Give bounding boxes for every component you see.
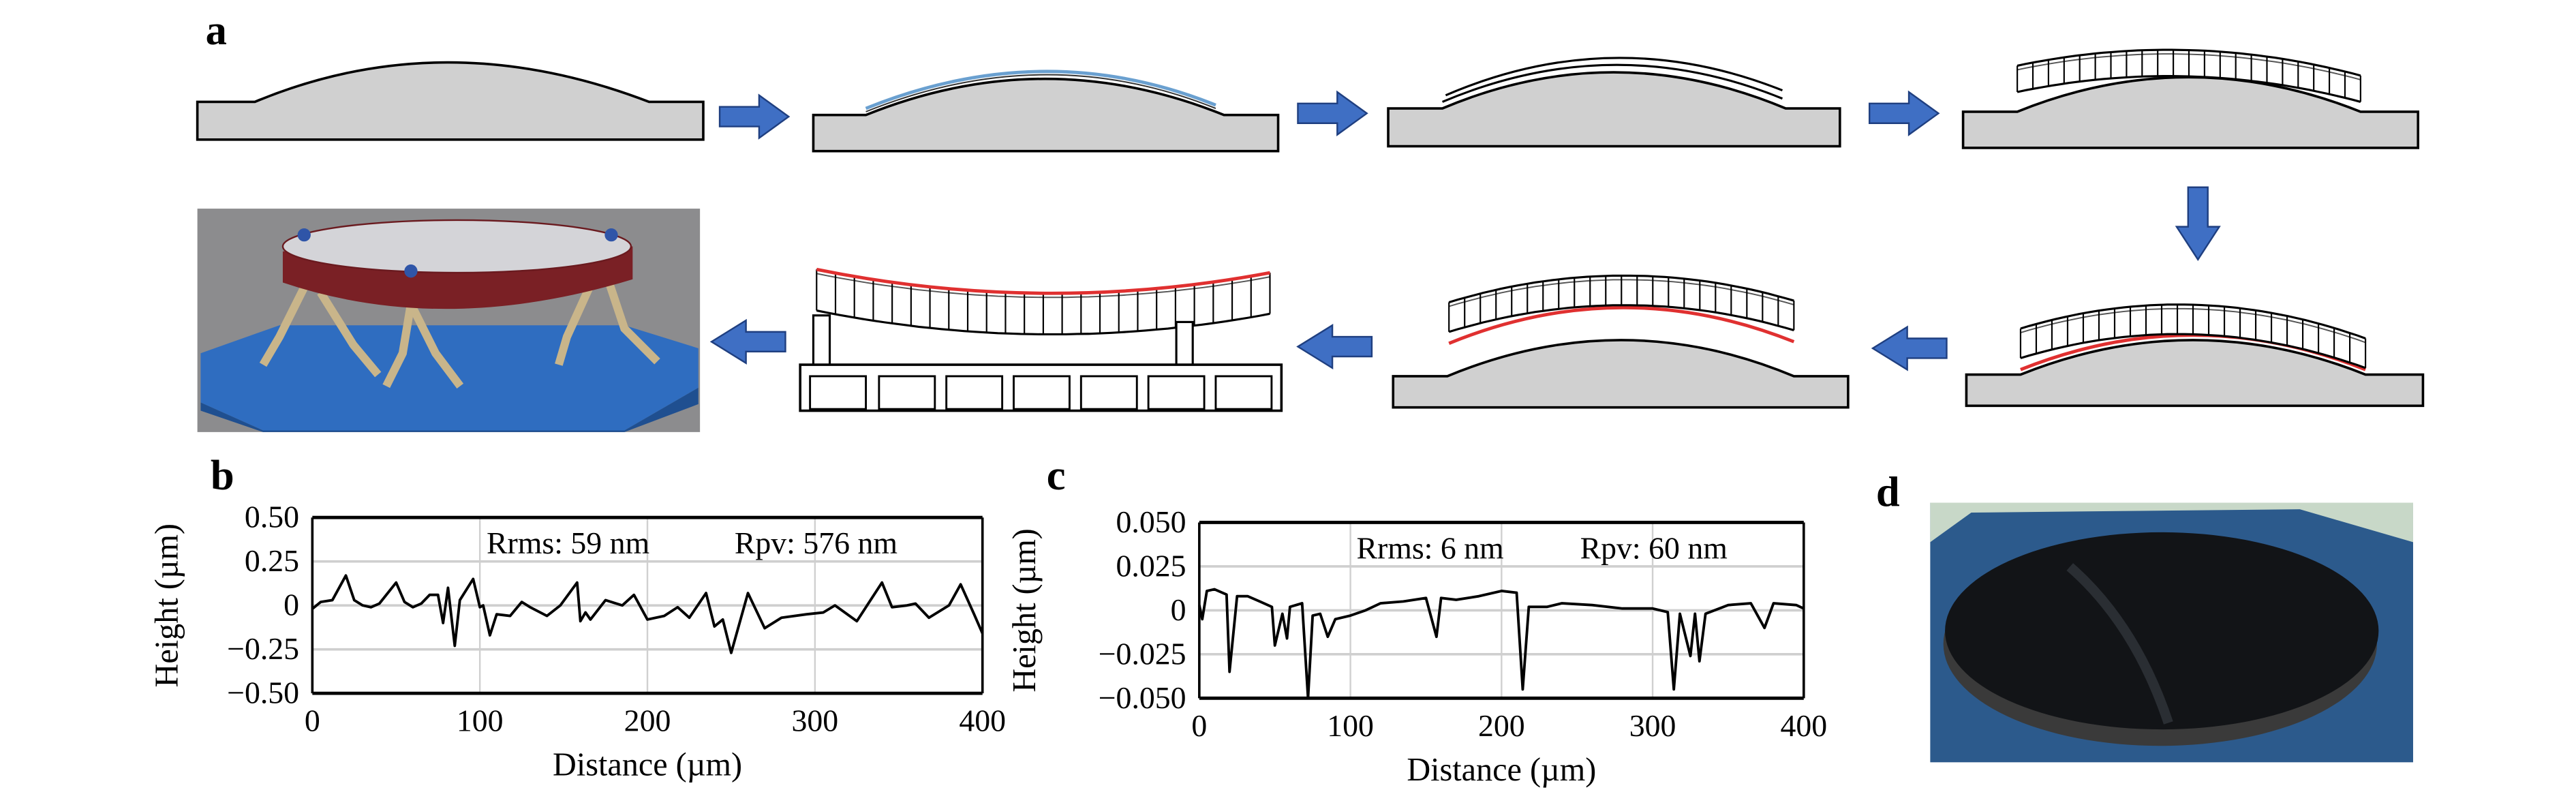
facesheet-upper [1445, 57, 1783, 97]
y-axis-label: Height (µm) [1007, 528, 1043, 693]
x-tick-label: 100 [1327, 708, 1374, 743]
blue-pad [297, 228, 311, 242]
y-tick-label: −0.50 [227, 675, 299, 710]
x-tick-label: 300 [1629, 708, 1676, 743]
step-6-demolded [1392, 274, 1850, 409]
x-tick-label: 100 [457, 703, 504, 738]
height-profile-line [1197, 588, 1805, 700]
red-layer [816, 267, 1270, 295]
substrate-mold [1387, 71, 1841, 148]
y-tick-label: 0.025 [1116, 548, 1186, 583]
support-post [1175, 320, 1194, 366]
mount-base-cell [809, 375, 868, 410]
blue-platform-side [200, 387, 699, 432]
rpv-annotation: Rpv: 576 nm [735, 526, 898, 560]
panel-label-a: a [206, 6, 227, 54]
arrow-left-icon [1296, 324, 1373, 370]
substrate-mold [1392, 339, 1850, 409]
y-axis-label: Height (µm) [149, 523, 185, 688]
arrow-left-icon [1871, 325, 1948, 371]
y-tick-label: −0.050 [1099, 680, 1186, 715]
mirror-surface [1945, 532, 2379, 730]
step-4-honeycomb-core [1961, 48, 2420, 149]
substrate-mold [1965, 339, 2425, 408]
support-post [812, 314, 831, 366]
step-5-bonded-with-red-layer [1965, 303, 2425, 408]
film-outline [865, 74, 1216, 112]
step-3-facesheets [1387, 57, 1841, 148]
arrow-left-icon [709, 318, 786, 365]
step-1-substrate [196, 61, 705, 141]
panel-label-b: b [211, 451, 234, 499]
mirror-reflection [2066, 563, 2173, 725]
x-tick-label: 300 [792, 703, 839, 738]
blue-pad [404, 264, 418, 278]
mount-base-cell [945, 375, 1004, 410]
blue-pad [604, 228, 618, 242]
mirror-top-surface [281, 219, 632, 274]
honeycomb-core [1448, 274, 1795, 333]
x-axis-label: Distance (µm) [553, 747, 742, 783]
x-tick-label: 0 [1191, 708, 1207, 743]
y-tick-label: 0 [283, 588, 299, 622]
y-tick-label: −0.025 [1099, 636, 1186, 671]
blue-film-layer [865, 70, 1216, 110]
panel-label-d: d [1876, 468, 1900, 515]
step-2-film-on-mold [812, 70, 1280, 153]
x-tick-label: 400 [1780, 708, 1827, 743]
honeycomb-core [2017, 48, 2361, 103]
substrate-mold [196, 61, 705, 141]
honeycomb-core [2019, 303, 2367, 369]
facesheet-lower [1441, 63, 1783, 103]
mount-base-cell [1079, 375, 1138, 410]
y-tick-label: 0.50 [245, 500, 299, 534]
arrow-right-icon [1297, 90, 1368, 136]
photo-fabricated-mirror [1930, 502, 2413, 763]
x-axis-label: Distance (µm) [1407, 752, 1596, 788]
arrow-right-icon [1869, 90, 1940, 136]
x-tick-label: 400 [959, 703, 1006, 738]
x-tick-label: 200 [624, 703, 671, 738]
arrow-down-icon [2175, 186, 2221, 262]
x-tick-label: 200 [1478, 708, 1525, 743]
mount-base-cell [1214, 375, 1273, 410]
honeycomb-core [816, 268, 1271, 336]
support-legs [259, 277, 660, 389]
rrms-annotation: Rrms: 6 nm [1356, 530, 1503, 565]
step-7-mounted [799, 267, 1283, 412]
y-tick-label: −0.25 [227, 631, 299, 666]
mount-base-cell [878, 375, 936, 410]
step-8-3d-render [197, 209, 701, 432]
honeycomb-fill [2020, 304, 2366, 368]
mount-base-cells [809, 375, 1273, 410]
substrate-mold [812, 77, 1280, 153]
mount-base-cell [1013, 375, 1071, 410]
y-tick-label: 0.25 [245, 543, 299, 578]
photo-table-edge [1930, 502, 2413, 543]
facesheet-bottom [1448, 304, 1794, 333]
chart-b: 0 100 200 300 400 0.50 0.25 0 −0.25 −0.50 Rrms: 59… [149, 500, 1006, 783]
y-tick-label: 0 [1171, 592, 1186, 627]
rrms-annotation: Rrms: 59 nm [487, 526, 649, 560]
chart-c: 0 100 200 300 400 0.050 0.025 0 −0.025 −0.050 Rrms… [1007, 504, 1827, 788]
panel-label-c: c [1047, 451, 1066, 499]
x-tick-label: 0 [305, 703, 320, 738]
y-tick-label: 0.050 [1116, 504, 1186, 539]
red-layer [1448, 305, 1795, 345]
rpv-annotation: Rpv: 60 nm [1580, 530, 1728, 565]
arrow-right-icon [718, 93, 791, 140]
mount-base-cell [1147, 375, 1206, 410]
height-profile-line [311, 574, 984, 654]
